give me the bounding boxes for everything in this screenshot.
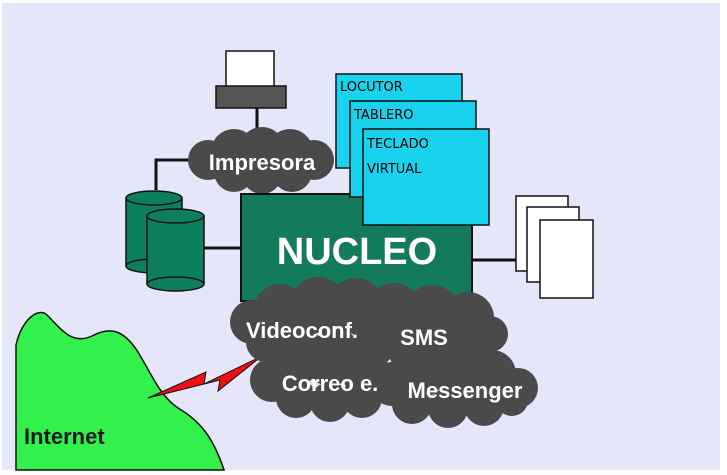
correo-label: Correo e.: [282, 371, 379, 396]
core-label: NUCLEO: [277, 231, 437, 273]
window-label-locutor: LOCUTOR: [340, 80, 403, 95]
window-label-teclado: TECLADO: [366, 137, 429, 152]
internet-region: Internet: [15, 311, 226, 471]
printer-icon: [215, 50, 287, 109]
database-connector: [154, 158, 190, 190]
printer-label: Impresora: [209, 150, 316, 175]
teclado-virtual-window: TECLADO VIRTUAL: [362, 128, 490, 226]
videoconf-label: Videoconf.: [246, 318, 358, 343]
connector-lines: [154, 108, 518, 262]
messenger-label: Messenger: [408, 378, 523, 403]
window-label-tablero: TABLERO: [353, 108, 413, 123]
internet-label: Internet: [24, 424, 105, 449]
documents-icon: [515, 195, 594, 299]
correo-messenger-cloud: [250, 338, 538, 428]
database-icon: [125, 190, 205, 292]
window-label-virtual: VIRTUAL: [367, 162, 422, 177]
sms-label: SMS: [400, 325, 448, 350]
printer-cloud: Impresora: [188, 127, 334, 194]
